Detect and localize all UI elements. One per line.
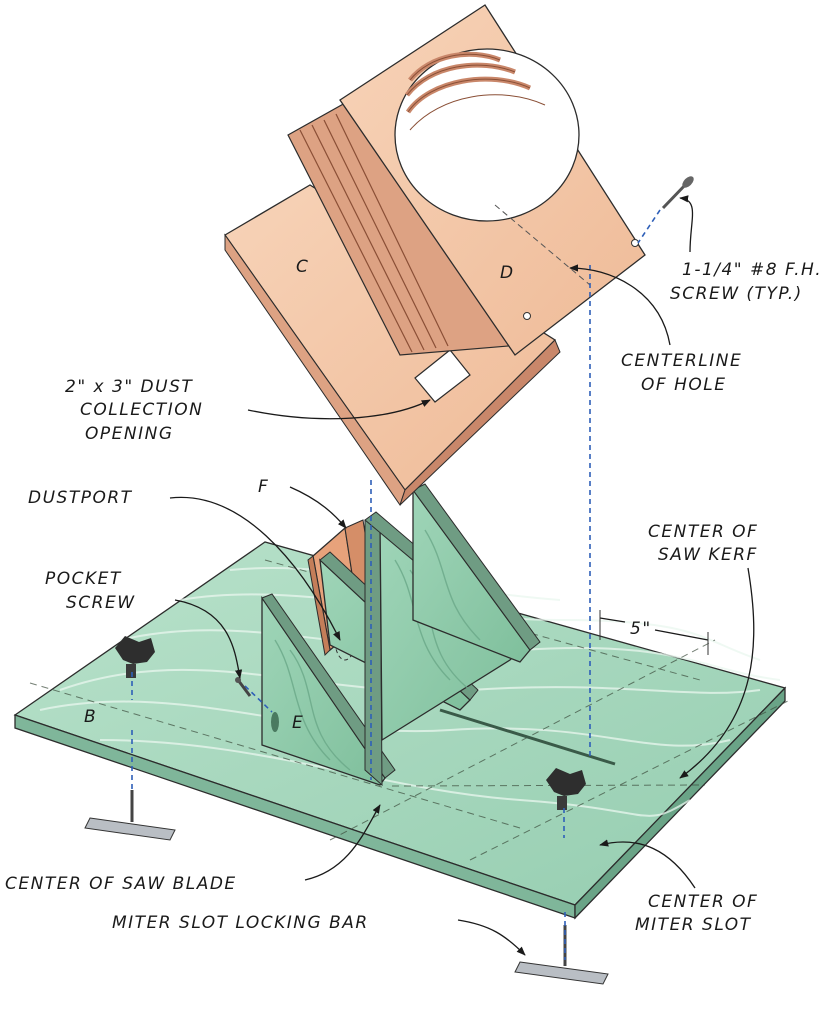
svg-text:POCKET: POCKET — [45, 569, 122, 589]
dust-hole — [394, 48, 580, 222]
svg-text:SCREW (TYP.): SCREW (TYP.) — [670, 284, 803, 304]
callout-dustport: DUSTPORT — [28, 488, 133, 508]
screw-icon — [661, 176, 694, 210]
svg-text:1-1/4" #8 F.H.: 1-1/4" #8 F.H. — [682, 260, 822, 280]
leader-lines — [169, 195, 755, 956]
part-label-c: C — [296, 257, 308, 277]
part-label-d: D — [500, 263, 513, 283]
dimension-5in: 5" — [599, 610, 709, 655]
dust-opening-notch — [414, 349, 471, 403]
callout-center-blade: CENTER OF SAW BLADE — [5, 874, 237, 894]
callout-center-miter: CENTER OF MITER SLOT — [635, 892, 758, 935]
miter-slot-centerline-left — [29, 682, 521, 829]
part-label-b: B — [84, 707, 96, 727]
svg-text:OF HOLE: OF HOLE — [641, 375, 726, 395]
callout-miter-bar: MITER SLOT LOCKING BAR — [112, 913, 369, 933]
dimension-label: 5" — [630, 619, 652, 639]
part-d-block: D — [287, 4, 646, 356]
svg-text:COLLECTION: COLLECTION — [80, 400, 203, 420]
callout-dust-opening: 2" x 3" DUST COLLECTION OPENING — [65, 377, 203, 444]
svg-text:CENTER OF SAW BLADE: CENTER OF SAW BLADE — [5, 874, 237, 894]
saw-kerf-slot — [439, 708, 616, 766]
knob-left-icon — [115, 636, 155, 678]
callout-centerline-hole: CENTERLINE OF HOLE — [621, 351, 742, 395]
svg-text:2" x 3" DUST: 2" x 3" DUST — [65, 377, 193, 397]
panel-e: E — [261, 593, 396, 786]
part-label-e: E — [292, 713, 303, 733]
callout-center-kerf: CENTER OF SAW KERF — [648, 522, 758, 565]
miter-bar-left-icon — [84, 790, 176, 841]
svg-text:MITER SLOT: MITER SLOT — [635, 915, 752, 935]
svg-text:DUSTPORT: DUSTPORT — [28, 488, 133, 508]
svg-text:CENTER OF: CENTER OF — [648, 892, 758, 912]
pocket-hole — [271, 712, 279, 732]
saw-blade-centerline — [329, 639, 716, 841]
callout-pocket-screw: POCKET SCREW — [45, 569, 136, 613]
alignment-lines — [131, 209, 661, 960]
hole-centerline — [494, 204, 591, 286]
svg-text:SCREW: SCREW — [66, 593, 136, 613]
svg-text:OPENING: OPENING — [85, 424, 174, 444]
svg-text:MITER SLOT LOCKING BAR: MITER SLOT LOCKING BAR — [112, 913, 369, 933]
kerf-centerline — [391, 784, 706, 787]
part-label-f: F — [258, 477, 268, 497]
callout-screw: 1-1/4" #8 F.H. SCREW (TYP.) — [670, 260, 822, 304]
panel-rear — [412, 483, 541, 663]
miter-bar-right-icon — [514, 925, 609, 985]
svg-text:SAW KERF: SAW KERF — [658, 545, 758, 565]
svg-text:CENTER OF: CENTER OF — [648, 522, 758, 542]
part-c-block: C — [224, 184, 561, 507]
svg-text:CENTERLINE: CENTERLINE — [621, 351, 742, 371]
knob-right-icon — [546, 768, 586, 810]
